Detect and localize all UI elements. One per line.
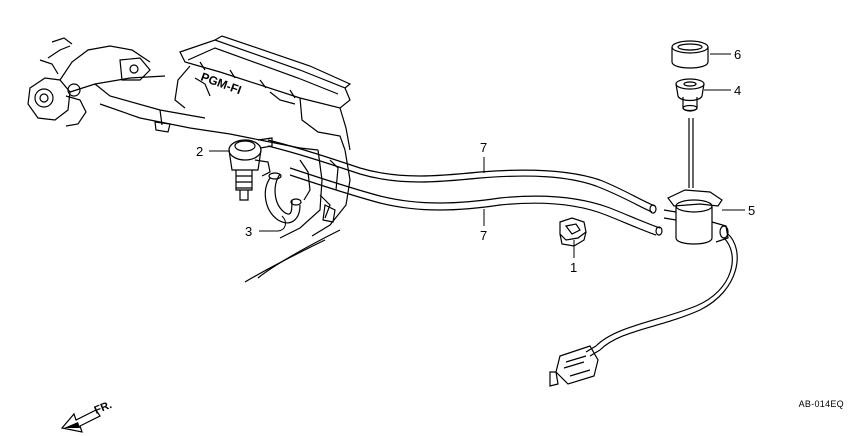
cap-part-6 [671,40,709,69]
engine-intake-assembly [27,35,352,283]
clip-part-1 [559,217,587,247]
wire-harness [549,233,738,387]
tubes-part-7 [267,139,663,236]
reference-code: AB-014EQ [798,399,844,409]
hose-part-3 [264,172,302,224]
purge-valve-part-2 [228,137,273,201]
grommet-part-4 [675,78,705,112]
engine-marking-text: PGM-FI [199,70,243,98]
direction-label: FR. [93,399,114,417]
callout-5: 5 [748,203,755,218]
callout-7-upper: 7 [480,140,487,155]
callout-3: 3 [245,224,252,239]
sensor-part-5 [663,118,729,245]
callout-4: 4 [734,83,741,98]
leader-3 [259,215,286,232]
leader-lines [209,53,745,258]
callout-1: 1 [570,260,577,275]
callout-7-lower: 7 [480,228,487,243]
arrow-icon [60,409,101,433]
front-direction-arrow: FR. [60,399,114,433]
callout-2: 2 [196,144,203,159]
callout-6: 6 [734,47,741,62]
